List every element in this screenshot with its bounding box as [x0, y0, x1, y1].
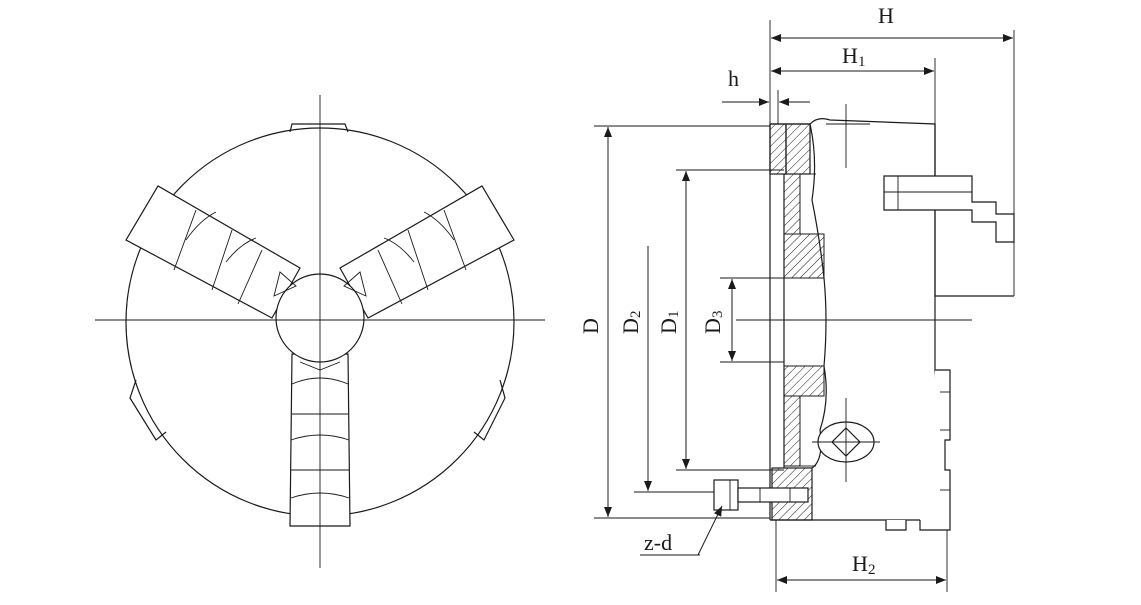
jaw-step [885, 369, 951, 531]
label-H: H [878, 3, 894, 28]
label-D3-sub: 3 [710, 311, 726, 319]
right-jaw [339, 185, 515, 319]
label-H1-sub: 1 [858, 54, 866, 70]
pinion-drive [812, 398, 880, 482]
left-jaw [125, 185, 301, 319]
flange-section [769, 123, 827, 521]
body-outline [770, 118, 1014, 297]
dimensions [594, 20, 1013, 592]
label-D2: D [618, 318, 643, 334]
left-key [129, 379, 167, 441]
leader-zd [697, 505, 723, 556]
label-h: h [728, 66, 739, 91]
label-D: D [578, 318, 603, 334]
label-D2-sub: 2 [628, 311, 644, 319]
front-view [95, 95, 545, 568]
label-H2-sub: 2 [868, 562, 876, 578]
label-H1: H [842, 43, 858, 68]
side-view [713, 30, 1015, 531]
adjusting-key [883, 30, 1015, 296]
label-D3: D [700, 318, 725, 334]
labels: H H 1 h H 2 D D 2 D 1 D 3 z-d [578, 3, 894, 578]
label-D1-sub: 1 [666, 311, 682, 319]
right-key [473, 379, 506, 441]
label-H2: H [852, 551, 868, 576]
mounting-screw [713, 479, 809, 511]
label-zd: z-d [644, 530, 672, 555]
label-D1: D [656, 318, 681, 334]
